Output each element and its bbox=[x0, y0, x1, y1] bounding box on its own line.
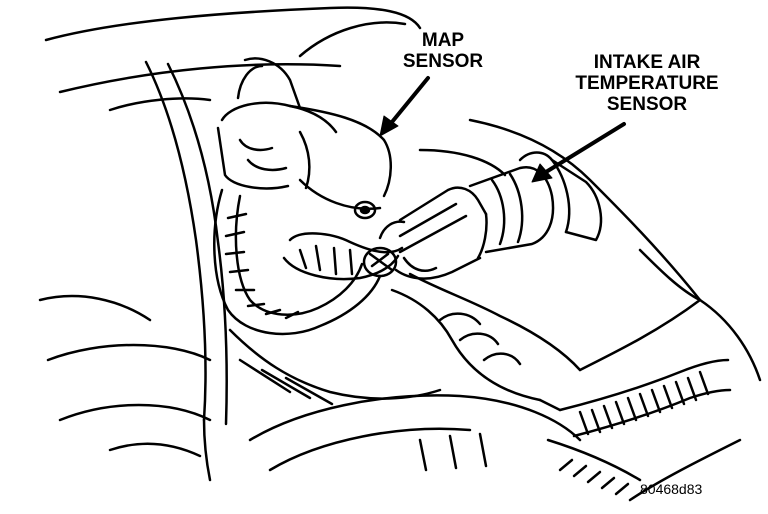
engine-background-outline bbox=[44, 6, 702, 302]
map-sensor-leader-arrow bbox=[379, 76, 430, 137]
iat-sensor-drawing bbox=[378, 151, 603, 280]
map-sensor-label: MAP SENSOR bbox=[378, 30, 508, 72]
map-sensor-label-line1: MAP bbox=[421, 30, 465, 51]
iat-sensor-label: INTAKE AIR TEMPERATURE SENSOR bbox=[556, 52, 738, 115]
figure-id: 80468d83 bbox=[640, 481, 703, 497]
iat-sensor-label-line1: INTAKE AIR bbox=[593, 52, 701, 73]
iat-sensor-leader-arrow bbox=[531, 122, 626, 183]
engine-lower-detail bbox=[38, 248, 762, 472]
map-sensor-label-line2: SENSOR bbox=[402, 51, 484, 72]
wiring-harness bbox=[213, 188, 404, 336]
left-hose bbox=[144, 60, 228, 482]
iat-sensor-label-line2: TEMPERATURE bbox=[575, 73, 719, 94]
iat-sensor-label-line3: SENSOR bbox=[606, 94, 688, 115]
map-sensor-drawing bbox=[216, 57, 392, 220]
corrugated-conduit bbox=[546, 358, 742, 502]
main-harness bbox=[390, 272, 702, 412]
